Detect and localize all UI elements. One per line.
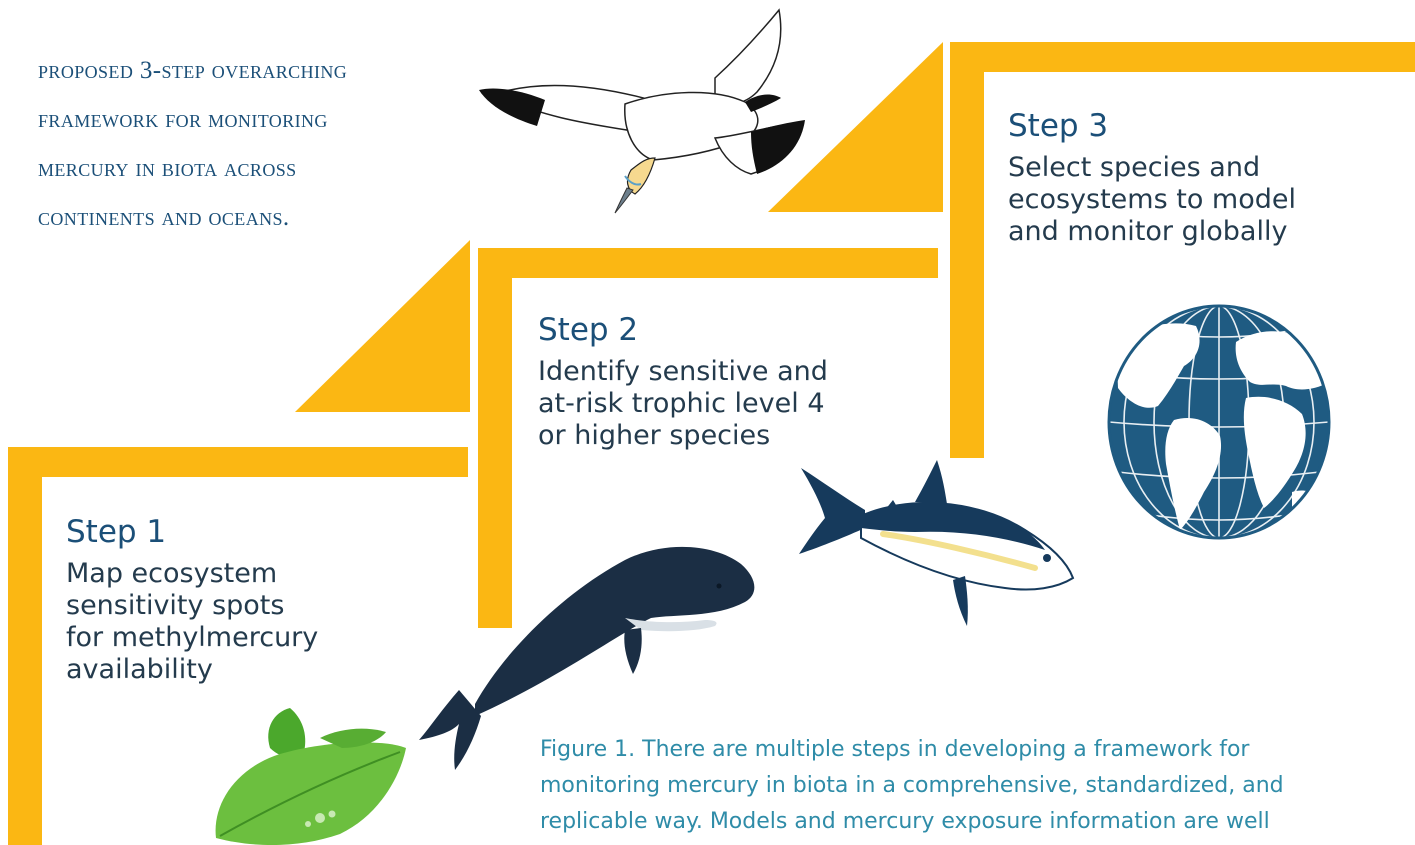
step1-arrow-triangle — [295, 240, 470, 412]
step2-arrow-triangle — [768, 42, 943, 212]
step1-line: sensitivity spots — [66, 590, 285, 621]
gannet-bird-icon — [479, 8, 805, 214]
step1-frame-top — [8, 447, 468, 477]
figure-caption: Figure 1. There are multiple steps in de… — [540, 732, 1415, 840]
step3-title: Step 3 — [1008, 108, 1109, 144]
step2-title: Step 2 — [538, 312, 639, 348]
step2-block: Step 2 Identify sensitive and at-risk tr… — [538, 310, 918, 452]
step3-block: Step 3 Select species and ecosystems to … — [1008, 106, 1408, 248]
step3-line: Select species and — [1008, 152, 1261, 183]
step2-frame-left — [478, 248, 512, 628]
step1-line: availability — [66, 654, 213, 685]
whale-icon — [419, 546, 755, 770]
step3-line: ecosystems to model — [1008, 184, 1296, 215]
step1-frame-left — [8, 447, 42, 845]
caption-line: replicable way. Models and mercury expos… — [540, 809, 1270, 834]
intro-line: mercury in biota across — [38, 155, 297, 182]
intro-heading: proposed 3-step overarching framework fo… — [38, 46, 458, 242]
step2-line: at-risk trophic level 4 — [538, 388, 825, 419]
globe-icon — [1107, 304, 1331, 540]
step2-line: Identify sensitive and — [538, 356, 828, 387]
step1-title: Step 1 — [66, 514, 167, 550]
step1-line: Map ecosystem — [66, 558, 278, 589]
intro-line: continents and oceans. — [38, 204, 290, 231]
step2-line: or higher species — [538, 420, 771, 451]
step1-description: Map ecosystem sensitivity spots for meth… — [66, 558, 396, 686]
step1-line: for methylmercury — [66, 622, 319, 653]
leaf-icon — [215, 708, 406, 845]
intro-line: framework for monitoring — [38, 106, 328, 133]
step3-description: Select species and ecosystems to model a… — [1008, 152, 1408, 248]
step1-block: Step 1 Map ecosystem sensitivity spots f… — [66, 512, 396, 686]
intro-line: proposed 3-step overarching — [38, 57, 348, 84]
caption-line: Figure 1. There are multiple steps in de… — [540, 737, 1250, 762]
step2-frame-top — [478, 248, 938, 278]
step3-frame-top — [950, 42, 1415, 72]
step2-description: Identify sensitive and at-risk trophic l… — [538, 356, 918, 452]
step3-frame-left — [950, 42, 984, 458]
step3-line: and monitor globally — [1008, 216, 1288, 247]
tuna-fish-icon — [799, 460, 1075, 626]
caption-line: monitoring mercury in biota in a compreh… — [540, 773, 1284, 798]
